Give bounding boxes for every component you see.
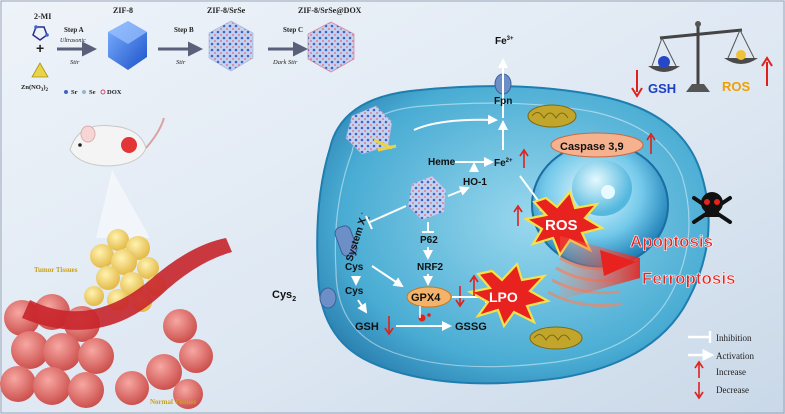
caspase-increase-arrow (646, 132, 656, 154)
legend: Inhibition Activation Increase Decrease (688, 331, 754, 400)
heme-label: Heme (428, 157, 456, 168)
normal-tissues-label: Normal Tissues (150, 398, 196, 406)
balance-scale (648, 21, 758, 92)
imidazole-icon (32, 25, 49, 41)
gssg-label: GSSG (455, 321, 487, 333)
plus-sign: + (36, 40, 44, 56)
step-b-condition: Stir (176, 59, 186, 66)
gsh-label: GSH (355, 321, 379, 333)
step-c-label: Step C (283, 26, 303, 34)
cys-to-gsh-arrow (357, 299, 368, 314)
gpx4-decrease-arrow (455, 286, 465, 308)
zif8-srse-dox-crystal (307, 21, 355, 73)
legend-increase-icon (694, 360, 704, 378)
zif8-srse-dox-label: ZIF-8/SrSe@DOX (298, 6, 362, 15)
skull-crossbones-icon (692, 192, 732, 224)
inhibition-np-p62 (422, 222, 434, 233)
nrf2-label: NRF2 (417, 262, 444, 273)
se-dot-icon (82, 90, 86, 94)
legend-sr: Sr (71, 89, 78, 96)
nanoparticle-inside (407, 175, 447, 221)
release-burst-icon (373, 138, 397, 152)
caspase-label: Caspase 3,9 (560, 141, 624, 153)
tumor-tissues-label: Tumor Tissues (34, 266, 78, 274)
system-xc-transporter-icon (334, 225, 358, 257)
sr-dot-icon (64, 90, 68, 94)
np-to-fpn-curve (413, 114, 498, 131)
tissue-illustration (0, 229, 232, 409)
step-a-condition: Stir (70, 59, 80, 66)
mitochondrion-top (527, 104, 577, 128)
gpx4-label: GPX4 (411, 292, 441, 304)
ros-increase-arrow (761, 56, 773, 86)
cys-transporter-icon (319, 287, 337, 309)
legend-dox: DOX (107, 89, 122, 96)
reagent-zn-label: Zn(NO3)2 (21, 84, 49, 93)
cys-to-gpx4-arrow (371, 265, 404, 288)
zoom-cone (96, 170, 150, 238)
zif8-srse-label: ZIF-8/SrSe (207, 6, 246, 15)
inhibition-np-system (365, 205, 407, 230)
fe2-increase-arrow (519, 148, 529, 168)
ros-ball-icon (736, 50, 746, 60)
ho1-label: HO-1 (463, 177, 487, 188)
tumor-site-icon (121, 137, 137, 153)
legend-inhibition-label: Inhibition (716, 333, 752, 343)
step-a-label: Step A (64, 26, 84, 34)
legend-decrease-icon (694, 382, 704, 400)
blood-vessel (22, 238, 232, 330)
apoptosis-label: Apoptosis (630, 232, 713, 251)
gsh-decrease-arrow (631, 70, 643, 98)
ferroptosis-label: Ferroptosis (642, 269, 736, 288)
gsh-decrease-arrow-cell (384, 316, 394, 336)
dox-dot-icon (100, 89, 106, 95)
legend-se: Se (89, 89, 96, 96)
cys-mid-label: Cys (345, 286, 364, 297)
fe2-label: Fe2+ (494, 158, 513, 169)
zif8-label: ZIF-8 (113, 6, 133, 15)
np-to-ho1-arrow (447, 186, 470, 197)
lpo-label: LPO (489, 289, 518, 305)
zn-salt-icon (31, 62, 49, 78)
balance-ros-label: ROS (722, 79, 751, 94)
step-a-ultrasonic: Ultrasonic (60, 38, 86, 44)
gpx4-oval (406, 286, 452, 308)
legend-decrease-label: Decrease (716, 385, 749, 395)
mitochondrion-bottom (529, 326, 583, 350)
ros-increase-arrow-cell (513, 204, 523, 226)
gsh-ball-icon (658, 56, 670, 68)
mouse-illustration (69, 117, 165, 167)
lpo-increase-arrow (469, 274, 479, 296)
cys-inner-label: Cys (345, 262, 364, 273)
inner-membrane (334, 102, 690, 368)
death-signal-beam (560, 236, 640, 300)
ros-label: ROS (545, 217, 578, 234)
death-signal-arrowhead (600, 250, 636, 276)
fpn-label: Fpn (494, 96, 512, 107)
synthesis-panel: 2-MI + Zn(NO3)2 Step A Ultrasonic Stir Z… (21, 6, 362, 96)
reagent-2mi-label: 2-MI (34, 12, 51, 21)
legend-increase-label: Increase (716, 367, 746, 377)
legend-activation-label: Activation (716, 351, 754, 361)
caspase-oval (550, 132, 644, 158)
legend-inhibition-icon (688, 331, 712, 343)
cys2-label: Cys2 (272, 289, 296, 303)
balance-gsh-label: GSH (648, 81, 676, 96)
step-b-label: Step B (174, 26, 194, 34)
step-c-condition: Dark Stir (272, 59, 298, 66)
zif8-srse-crystal (208, 20, 254, 72)
p62-label: P62 (420, 235, 438, 246)
fe3-label: Fe3+ (495, 36, 514, 47)
